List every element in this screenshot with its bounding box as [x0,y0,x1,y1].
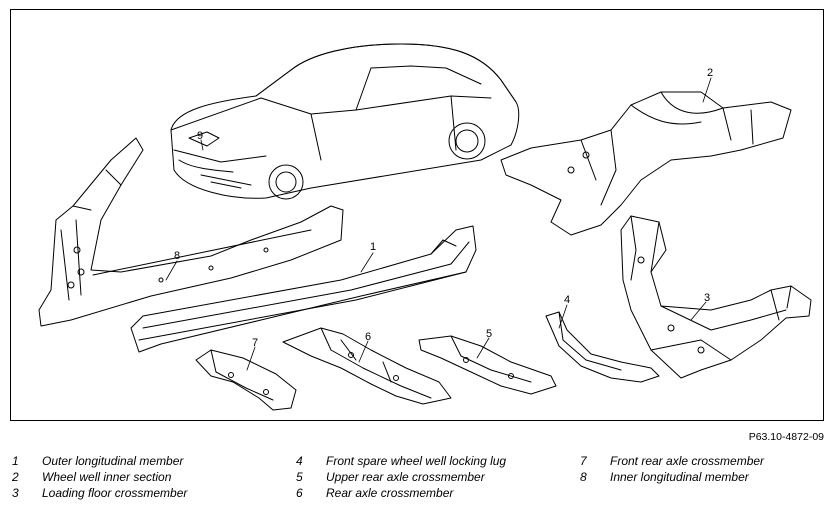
callout-1: 1 [370,241,376,253]
part-inner-longitudinal-member [38,137,344,327]
legend-text: Front spare wheel well locking lug [326,454,507,468]
legend-number: 5 [296,470,303,484]
callout-5: 5 [486,328,492,340]
leader-lines [165,77,712,371]
parts-illustration: 1 2 3 4 5 6 7 8 9 [38,43,812,411]
part-loading-floor-crossmember [620,215,812,379]
legend-number: 6 [296,486,303,500]
legend-text: Outer longitudinal member [42,454,184,468]
legend-number: 3 [12,486,19,500]
part-front-rear-axle-crossmember [195,349,297,411]
callout-7: 7 [252,337,258,349]
legend-number: 2 [12,470,19,484]
callout-2: 2 [707,67,713,79]
callout-6: 6 [365,331,371,343]
part-outer-longitudinal-member [130,225,477,353]
callout-3: 3 [704,292,710,304]
callout-4: 4 [564,294,570,306]
callout-8: 8 [174,250,180,262]
part-rear-axle-crossmember [282,327,452,405]
legend-text: Rear axle crossmember [326,486,454,500]
legend-number: 8 [580,470,587,484]
legend-text: Wheel well inner section [42,470,172,484]
figure-code: P63.10-4872-09 [748,431,824,443]
part-front-spare-wheel-well-locking-lug [545,311,660,383]
legend-text: Upper rear axle crossmember [326,470,485,484]
legend-text: Front rear axle crossmember [610,454,765,468]
legend-number: 7 [580,454,587,468]
part-upper-rear-axle-crossmember [418,335,557,395]
part-wheel-well-inner-section [500,91,792,236]
callout-labels: 1 2 3 4 5 6 7 8 9 [174,67,713,349]
legend-text: Loading floor crossmember [42,486,188,500]
legend-text: Inner longitudinal member [610,470,749,484]
legend-number: 1 [12,454,19,468]
legend-number: 4 [296,454,303,468]
callout-9: 9 [197,130,203,142]
legend: 1 Outer longitudinal member 2 Wheel well… [12,454,827,504]
car-drawing [170,43,520,200]
figure-frame: 1 2 3 4 5 6 7 8 9 [10,9,824,421]
